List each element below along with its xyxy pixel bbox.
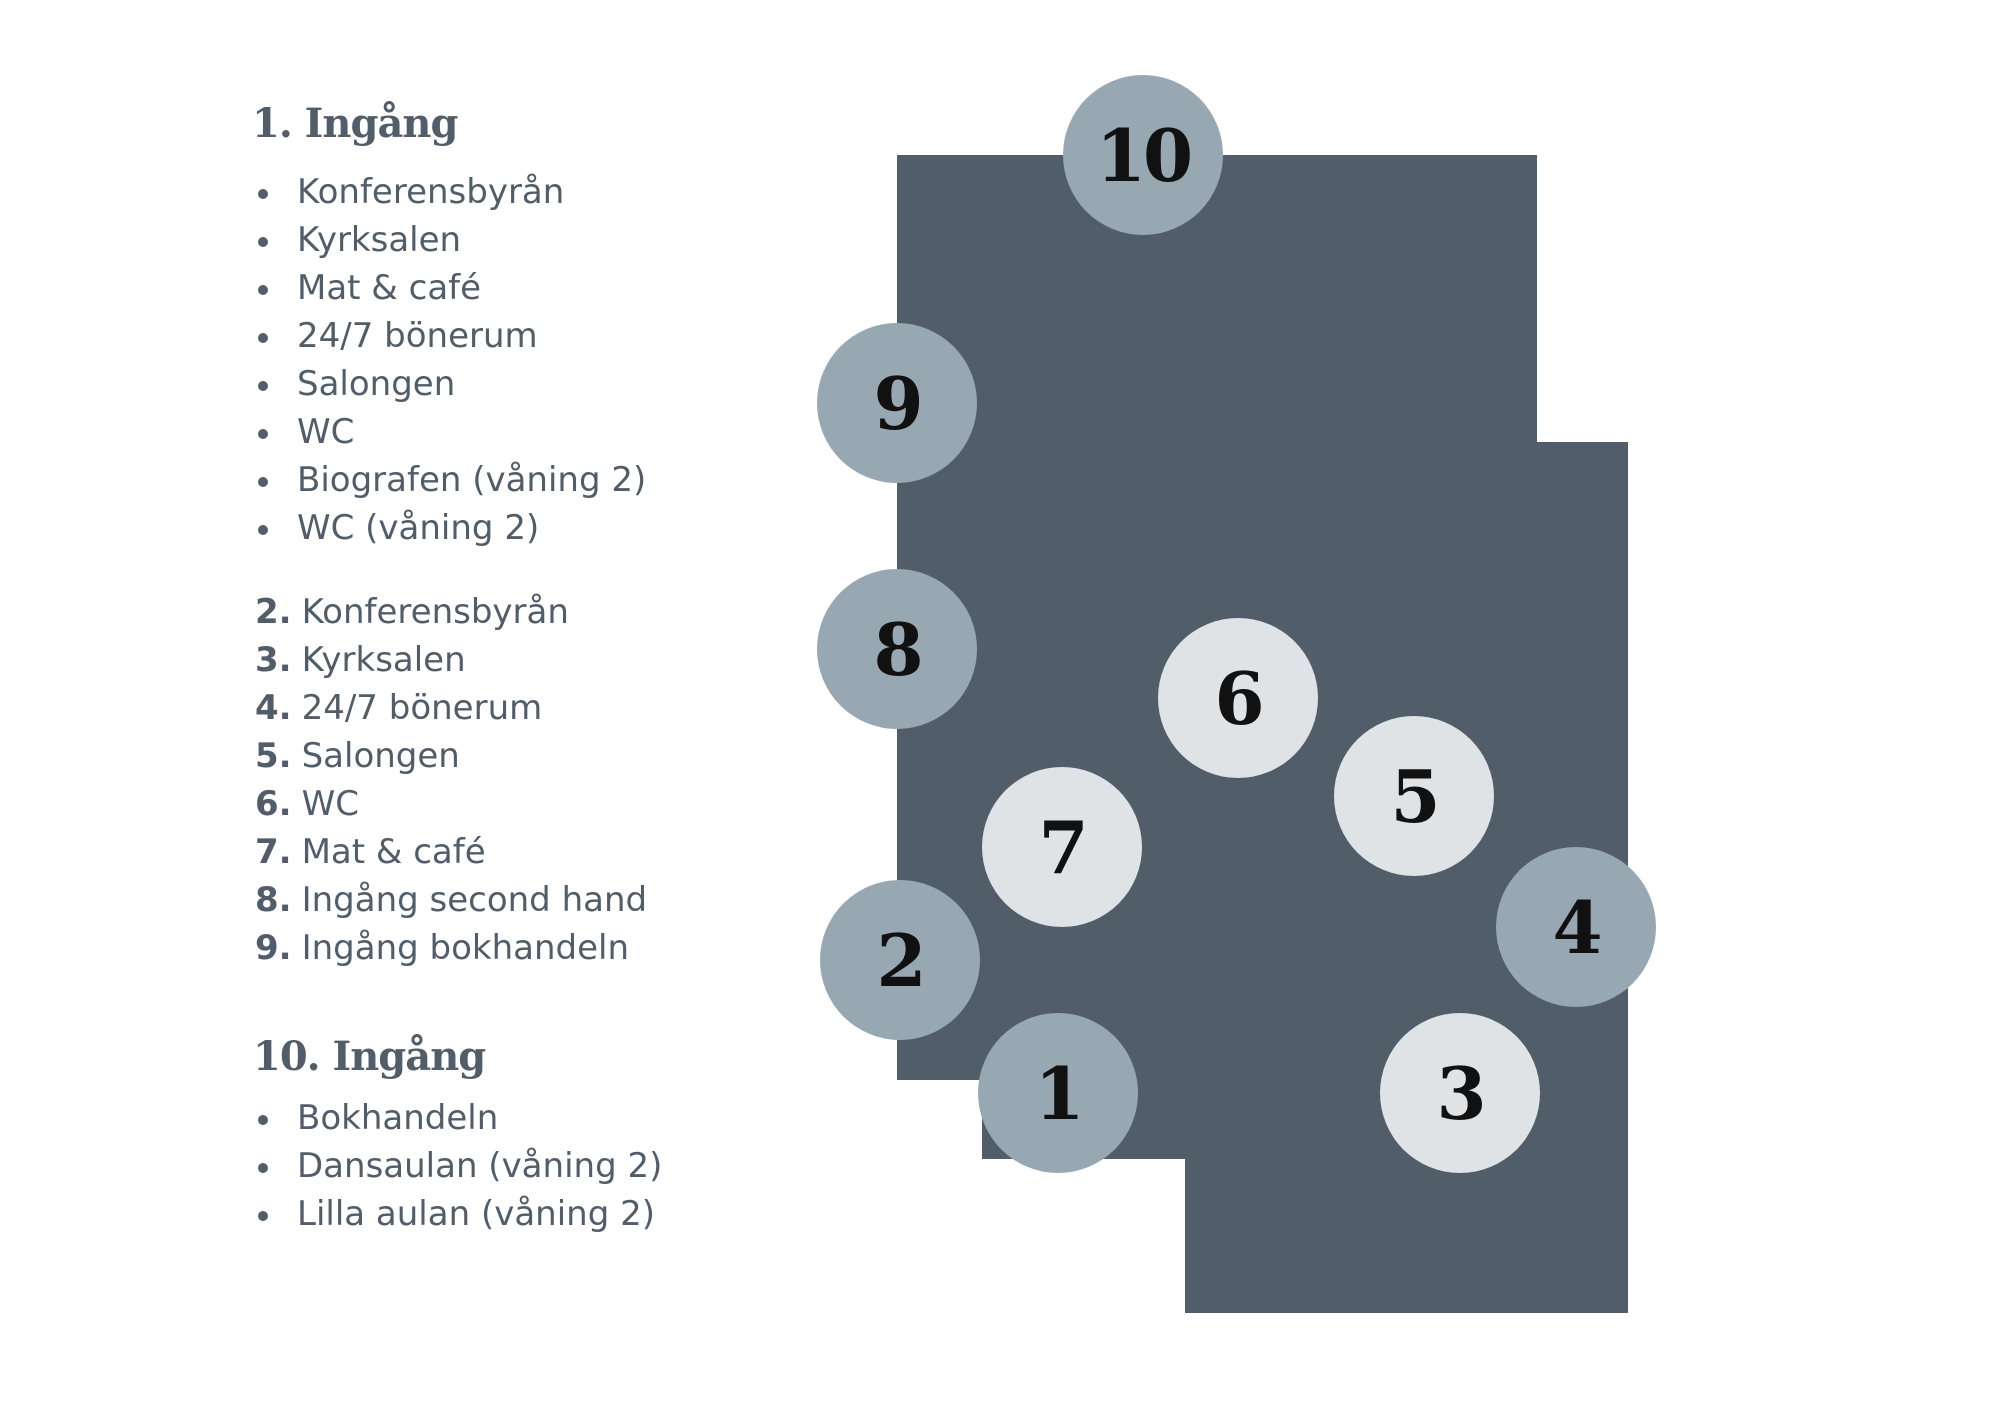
marker-8[interactable]: 8	[817, 569, 977, 729]
item-label: WC	[301, 784, 359, 824]
list-item: 9.Ingång bokhandeln	[255, 924, 647, 972]
marker-6-label: 6	[1214, 655, 1264, 741]
item-label: Ingång bokhandeln	[301, 928, 630, 968]
section-1-list: Konferensbyrån Kyrksalen Mat & café 24/7…	[252, 168, 646, 552]
marker-2[interactable]: 2	[820, 880, 980, 1040]
list-item: Mat & café	[252, 264, 646, 312]
marker-2-label: 2	[876, 917, 926, 1003]
marker-7-label: 7	[1038, 804, 1088, 890]
list-item: Dansaulan (våning 2)	[252, 1142, 662, 1190]
list-item: 7.Mat & café	[255, 828, 647, 876]
marker-10-label: 10	[1095, 112, 1193, 198]
marker-3-label: 3	[1436, 1050, 1486, 1136]
list-item: 6.WC	[255, 780, 647, 828]
list-item: WC (våning 2)	[252, 504, 646, 552]
item-number: 6.	[255, 784, 292, 824]
marker-7[interactable]: 7	[982, 767, 1142, 927]
marker-6[interactable]: 6	[1158, 618, 1318, 778]
list-item: 5.Salongen	[255, 732, 647, 780]
marker-1[interactable]: 1	[978, 1013, 1138, 1173]
marker-5[interactable]: 5	[1334, 716, 1494, 876]
list-item: 2.Konferensbyrån	[255, 588, 647, 636]
section-10-title: 10. Ingång	[253, 1033, 486, 1080]
list-item: WC	[252, 408, 646, 456]
section-1-title: 1. Ingång	[252, 100, 458, 147]
item-number: 2.	[255, 592, 292, 632]
marker-4-label: 4	[1552, 884, 1602, 970]
marker-8-label: 8	[873, 606, 923, 692]
item-number: 5.	[255, 736, 292, 776]
marker-1-label: 1	[1034, 1050, 1084, 1136]
section-10-list: Bokhandeln Dansaulan (våning 2) Lilla au…	[252, 1094, 662, 1238]
list-item: Kyrksalen	[252, 216, 646, 264]
list-item: Salongen	[252, 360, 646, 408]
marker-3[interactable]: 3	[1380, 1013, 1540, 1173]
item-number: 8.	[255, 880, 292, 920]
list-item: 3.Kyrksalen	[255, 636, 647, 684]
item-number: 4.	[255, 688, 292, 728]
list-item: Konferensbyrån	[252, 168, 646, 216]
list-item: Bokhandeln	[252, 1094, 662, 1142]
item-label: Kyrksalen	[301, 640, 466, 680]
item-label: Ingång second hand	[301, 880, 648, 920]
numbered-locations-list: 2.Konferensbyrån 3.Kyrksalen 4.24/7 böne…	[255, 588, 647, 972]
list-item: 24/7 bönerum	[252, 312, 646, 360]
item-label: Mat & café	[301, 832, 486, 872]
item-label: Konferensbyrån	[301, 592, 569, 632]
item-number: 9.	[255, 928, 292, 968]
item-number: 7.	[255, 832, 292, 872]
item-label: 24/7 bönerum	[301, 688, 543, 728]
marker-9[interactable]: 9	[817, 323, 977, 483]
item-label: Salongen	[301, 736, 460, 776]
marker-4[interactable]: 4	[1496, 847, 1656, 1007]
marker-9-label: 9	[873, 360, 923, 446]
list-item: Lilla aulan (våning 2)	[252, 1190, 662, 1238]
marker-10[interactable]: 10	[1063, 75, 1223, 235]
list-item: Biografen (våning 2)	[252, 456, 646, 504]
list-item: 4.24/7 bönerum	[255, 684, 647, 732]
map-legend: 1. Ingång Konferensbyrån Kyrksalen Mat &…	[0, 0, 760, 1414]
list-item: 8.Ingång second hand	[255, 876, 647, 924]
marker-5-label: 5	[1390, 753, 1440, 839]
item-number: 3.	[255, 640, 292, 680]
